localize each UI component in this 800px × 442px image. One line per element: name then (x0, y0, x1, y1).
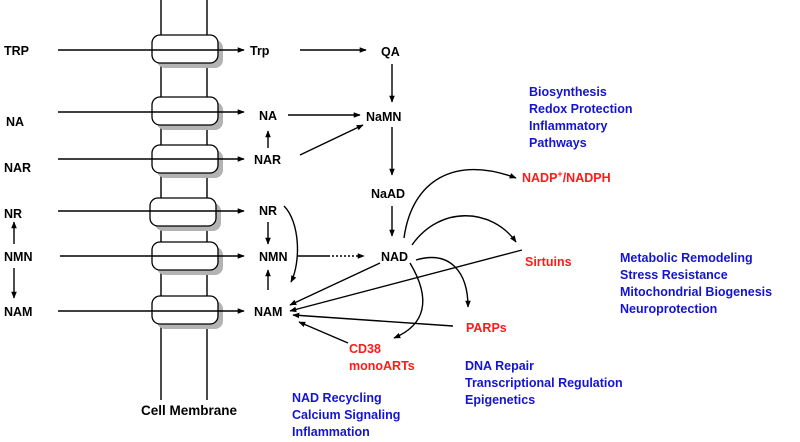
external-sources: TRP NA NAR NR NMN NAM (4, 44, 32, 319)
metabolite-nar: NAR (254, 153, 281, 167)
metabolite-namn: NaMN (366, 110, 401, 124)
metabolite-naad: NaAD (371, 187, 405, 201)
consumer-monoarts: monoARTs (349, 359, 415, 373)
consumer-nadp: NADP+/NADPH (522, 169, 611, 185)
transporter-trp (151, 34, 219, 64)
function-text: DNA Repair (465, 359, 534, 373)
arrow-nr-nam-curve (283, 205, 299, 283)
metabolite-qa: QA (381, 45, 400, 59)
arrow-sirtuins-nam (289, 249, 523, 313)
function-text: Calcium Signaling (292, 408, 400, 422)
function-text: Stress Resistance (620, 268, 728, 282)
transporters (149, 34, 223, 329)
arrow-nad-nam (289, 262, 381, 306)
source-nar: NAR (4, 161, 31, 175)
arrow-nad-parps (415, 256, 471, 308)
membrane-label: Cell Membrane (141, 403, 238, 418)
function-text: Inflammatory (529, 119, 608, 133)
intracellular-metabolites: Trp QA NA NaMN NAR NaAD NR NMN NAD NAM (250, 44, 408, 319)
metabolite-na: NA (259, 109, 277, 123)
function-text: Epigenetics (465, 393, 535, 407)
function-text: Mitochondrial Biogenesis (620, 285, 772, 299)
function-text: Redox Protection (529, 102, 633, 116)
source-na: NA (6, 115, 24, 129)
metabolite-nr: NR (259, 204, 277, 218)
metabolite-nad: NAD (381, 250, 408, 264)
metabolite-nmn: NMN (259, 250, 287, 264)
function-text: Inflammation (292, 425, 370, 439)
function-text: Pathways (529, 136, 587, 150)
function-text: Neuroprotection (620, 302, 717, 316)
function-labels: Biosynthesis Redox Protection Inflammato… (292, 85, 772, 439)
arrow-nad-nadp (403, 168, 517, 239)
nad-consumers: NADP+/NADPH Sirtuins PARPs CD38 monoARTs (349, 169, 611, 373)
pathway-arrows (11, 47, 523, 344)
consumer-sirtuins: Sirtuins (525, 255, 572, 269)
arrow-nad-sirtuins (411, 215, 517, 246)
metabolite-nam: NAM (254, 305, 282, 319)
arrow-nad-cd38 (393, 262, 424, 339)
function-text: NAD Recycling (292, 391, 382, 405)
consumer-parps: PARPs (466, 321, 507, 335)
source-nmn: NMN (4, 250, 32, 264)
transporter-nr (149, 197, 217, 227)
metabolite-trp: Trp (250, 44, 270, 58)
source-nr: NR (4, 207, 22, 221)
consumer-cd38: CD38 (349, 342, 381, 356)
transporter-nam (151, 295, 219, 325)
arrow-cd38-nam (298, 321, 349, 344)
arrow-parps-nam (292, 312, 454, 327)
source-trp: TRP (4, 44, 29, 58)
function-text: Transcriptional Regulation (465, 376, 623, 390)
arrow-nar-namn (299, 124, 364, 156)
transporter-na (151, 96, 219, 126)
function-text: Metabolic Remodeling (620, 251, 753, 265)
source-nam: NAM (4, 305, 32, 319)
function-text: Biosynthesis (529, 85, 607, 99)
